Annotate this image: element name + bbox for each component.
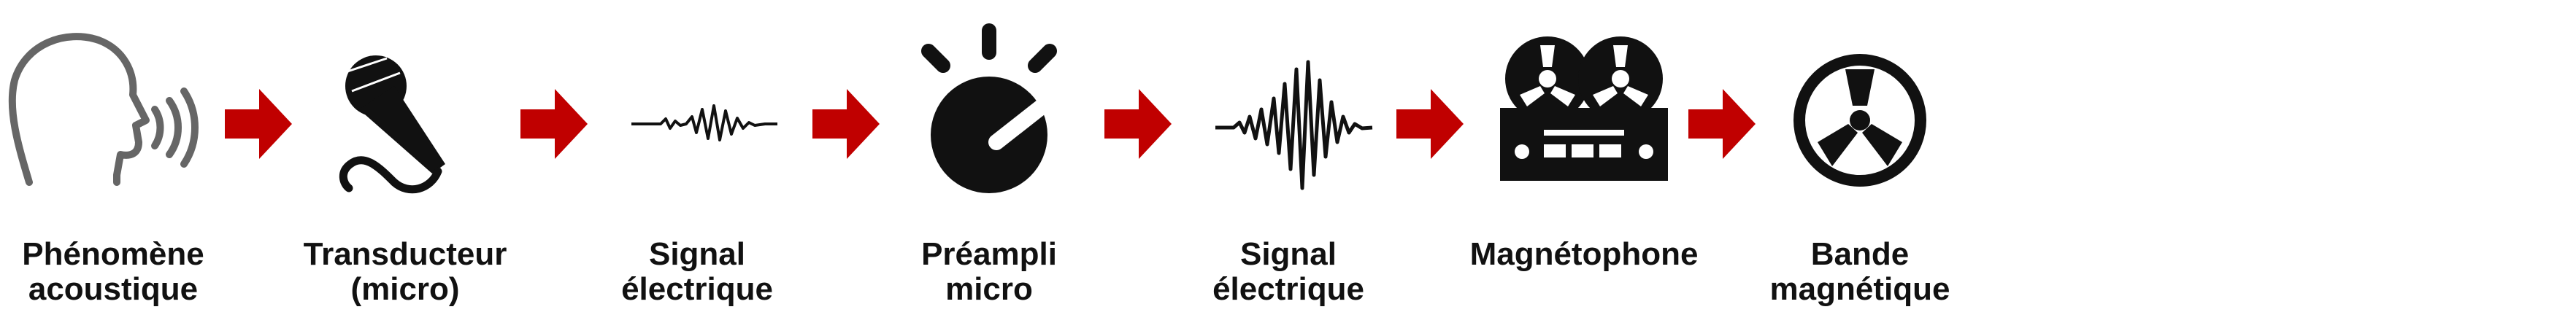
step-label-line: (micro) [350, 271, 460, 307]
step-label-line: acoustique [28, 271, 199, 307]
large-waveform-icon [1215, 60, 1373, 190]
microphone-icon [339, 55, 445, 194]
step-label-preamp: Préampli micro [921, 237, 1057, 307]
tape-reel-icon [1793, 54, 1926, 187]
flow-arrow [225, 89, 292, 159]
step-label-line: Bande [1810, 236, 1910, 272]
step-label-signal-2: Signal électrique [1212, 237, 1364, 307]
flow-arrow [1688, 89, 1756, 159]
step-label-line: Phénomène [22, 236, 204, 272]
step-label-tape: Bande magnétique [1770, 237, 1950, 307]
step-label-line: micro [945, 271, 1033, 307]
step-label-line: Signal [1239, 236, 1337, 272]
tape-recorder-icon [1500, 36, 1668, 181]
step-label-line: Magnétophone [1469, 236, 1699, 272]
step-label-line: magnétique [1769, 271, 1950, 307]
preamp-knob-icon [921, 23, 1057, 193]
step-label-line: électrique [621, 271, 773, 307]
flow-arrow [812, 89, 880, 159]
flow-arrow [1104, 89, 1172, 159]
flow-arrow [1396, 89, 1464, 159]
step-label-transducer: Transducteur (micro) [304, 237, 507, 307]
flow-arrow [520, 89, 588, 159]
step-label-line: électrique [1212, 271, 1364, 307]
step-label-line: Signal [648, 236, 746, 272]
small-waveform-icon [631, 104, 777, 141]
step-label-line: Préampli [921, 236, 1057, 272]
step-label-line: Transducteur [303, 236, 507, 272]
speaking-head-icon [8, 33, 199, 186]
step-label-acoustic: Phénomène acoustique [22, 237, 204, 307]
step-label-recorder: Magnétophone [1470, 237, 1699, 272]
step-label-signal-1: Signal électrique [621, 237, 773, 307]
